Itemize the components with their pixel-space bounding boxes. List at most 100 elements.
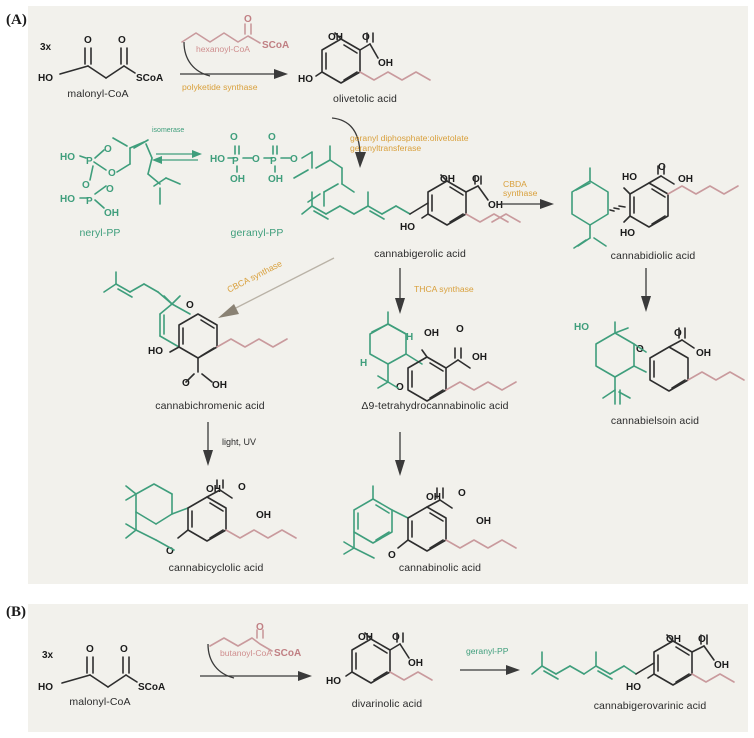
label-o: O (84, 35, 92, 46)
label-ho: HO (298, 74, 313, 85)
molecule-malonyl-coa-a: 3x HO O O SCoA (38, 35, 163, 84)
label-ho: HO (148, 346, 163, 357)
label-scoa: SCoA (274, 648, 301, 659)
label-oh: OH (666, 634, 681, 645)
label-oh: OH (424, 328, 439, 339)
arrow-cbca-synthase[interactable] (212, 252, 342, 322)
molecule-cannabigerolic-acid: OH O OH HO (301, 174, 509, 233)
label-o: O (182, 378, 190, 389)
label-o: O (268, 132, 276, 143)
label-o: O (396, 382, 404, 393)
molecule-cannabielsoin-acid: HO O O OH (574, 321, 745, 405)
arrow-geranyl-pp-transfer[interactable] (460, 660, 530, 680)
label-o: O (106, 184, 114, 195)
label-p: P (270, 156, 277, 167)
label-cbda-synthase: CBDA synthase (503, 179, 537, 199)
label-o: O (238, 482, 246, 493)
label-ho: HO (574, 322, 589, 333)
label-ho: HO (38, 682, 53, 693)
label-h: H (360, 358, 367, 369)
caption-cannabinolic-acid: cannabinolic acid (398, 562, 482, 574)
label-ho: HO (622, 172, 637, 183)
molecule-cannabidiolic-acid: HO O OH HO (571, 162, 739, 249)
label-oh: OH (488, 200, 503, 211)
molecule-thca: OH O OH O H H (360, 311, 517, 402)
label-p: P (86, 156, 93, 167)
label-p: P (86, 196, 93, 207)
label-ho: HO (326, 676, 341, 687)
label-oh: OH (426, 492, 441, 503)
label-geranyl-pp-cofactor: geranyl-PP (466, 646, 509, 656)
label-ho: HO (38, 73, 53, 84)
label-butanoyl-coa: butanoyl-CoA (220, 648, 273, 658)
molecule-cannabicyclolic-acid: OH O OH O (125, 479, 297, 557)
label-ho: HO (400, 222, 415, 233)
label-o: O (104, 144, 112, 155)
arrow-cbda-to-cannabielsoin[interactable] (638, 268, 658, 316)
label-ho: HO (60, 194, 75, 205)
label-o: O (458, 488, 466, 499)
caption-geranyl-pp: geranyl-PP (230, 227, 284, 239)
panel-b-letter: (B) (6, 604, 26, 620)
label-o: O (186, 300, 194, 311)
label-oh: OH (440, 174, 455, 185)
label-h: H (406, 332, 413, 343)
label-geranyltransferase-line2: geranyltransferase (350, 142, 422, 153)
arrow-polyketide-synthase[interactable] (176, 40, 296, 90)
arrow-geranyltransferase[interactable] (330, 112, 380, 172)
label-oh: OH (212, 380, 227, 391)
caption-cannabicyclolic-acid: cannabicyclolic acid (168, 562, 264, 574)
label-o: O (472, 174, 480, 185)
label-o: O (658, 162, 666, 173)
molecule-cannabigerovarinic-acid: OH O OH HO (531, 634, 735, 693)
label-o: O (230, 132, 238, 143)
label-geranyltransferase-line1: geranyl diphosphate:olivetolate (350, 133, 469, 143)
caption-malonyl-coa-a: malonyl-CoA (67, 88, 129, 100)
arrow-thca-to-cannabinolic[interactable] (392, 432, 412, 480)
arrow-light-uv[interactable] (200, 422, 220, 470)
label-oh: OH (378, 58, 393, 69)
label-oh: OH (358, 632, 373, 643)
label-oh: OH (104, 208, 119, 219)
label-scoa: SCoA (136, 73, 163, 84)
label-o: O (456, 324, 464, 335)
molecule-olivetolic-acid: OH O OH HO (298, 32, 431, 85)
label-o: O (388, 550, 396, 561)
label-oh: OH (678, 174, 693, 185)
caption-neryl-pp: neryl-PP (79, 227, 121, 239)
label-o: O (244, 14, 252, 25)
label-polyketide-synthase: polyketide synthase (182, 82, 258, 92)
label-o: O (166, 546, 174, 557)
label-ho: HO (60, 152, 75, 163)
label-oh: OH (472, 352, 487, 363)
label-oh: OH (256, 510, 271, 521)
molecule-cannabinolic-acid: OH O OH O (343, 485, 517, 561)
label-oh: OH (206, 484, 221, 495)
label-oh: OH (476, 516, 491, 527)
label-o: O (120, 644, 128, 655)
label-oh: OH (268, 174, 283, 185)
arrow-isomerase[interactable] (150, 138, 210, 168)
label-oh: OH (328, 32, 343, 43)
label-scoa: SCoA (262, 40, 289, 51)
label-o: O (362, 32, 370, 43)
label-oh: OH (696, 348, 711, 359)
arrow-thca-synthase[interactable] (392, 268, 412, 318)
label-oh: OH (408, 658, 423, 669)
label-light-uv: light, UV (222, 437, 257, 447)
molecule-butanoyl-coa: O SCoA (209, 622, 301, 659)
caption-cannabigerovarinic-acid: cannabigerovarinic acid (593, 700, 707, 712)
caption-thca: Δ9-tetrahydrocannabinolic acid (361, 400, 509, 412)
label-o: O (290, 154, 298, 165)
label-oh: OH (230, 174, 245, 185)
arrow-cbda-synthase[interactable] (500, 194, 560, 214)
label-thca-synthase: THCA synthase (414, 284, 474, 294)
label-ho: HO (620, 228, 635, 239)
caption-divarinolic-acid: divarinolic acid (351, 698, 423, 710)
caption-cannabidiolic-acid: cannabidiolic acid (610, 250, 696, 262)
panel-a-letter: (A) (6, 12, 27, 28)
label-isomerase: isomerase (152, 127, 185, 134)
label-hexanoyl-coa: hexanoyl-CoA (196, 44, 250, 54)
molecule-neryl-pp: HO P O O O HO P O OH (60, 137, 181, 219)
arrow-divarinolic-synthesis[interactable] (200, 642, 320, 692)
